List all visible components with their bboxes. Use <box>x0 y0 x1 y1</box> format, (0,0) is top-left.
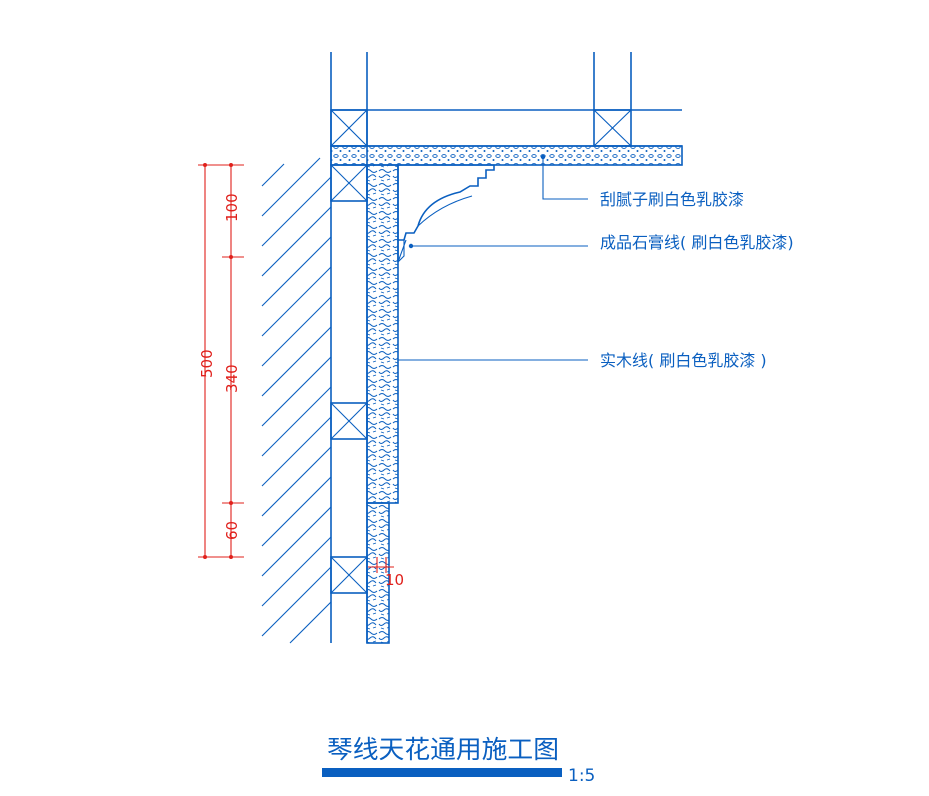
annotation-gypsum-line: 成品石膏线( 刷白色乳胶漆) <box>600 233 794 252</box>
leader-lines <box>398 154 588 361</box>
drawing-scale: 1:5 <box>568 766 595 786</box>
dim-segment-bottom: 60 <box>223 521 241 540</box>
annotations: 刮腻子刷白色乳胶漆 成品石膏线( 刷白色乳胶漆) 实木线( 刷白色乳胶漆 ) <box>600 190 794 370</box>
gypsum-cornice <box>397 164 495 263</box>
title-block: 琴线天花通用施工图 1:5 <box>322 735 595 786</box>
dim-segment-middle: 340 <box>223 364 241 393</box>
annotation-wood-line: 实木线( 刷白色乳胶漆 ) <box>600 351 767 370</box>
solid-wood-strip <box>366 164 399 644</box>
dim-overall: 500 <box>198 349 216 378</box>
dimension-lines <box>198 163 394 573</box>
title-underline <box>322 768 562 777</box>
drawing-title: 琴线天花通用施工图 <box>327 735 559 764</box>
annotation-putty: 刮腻子刷白色乳胶漆 <box>600 190 744 209</box>
ceiling-board <box>330 145 683 166</box>
dim-segment-top: 100 <box>223 193 241 222</box>
dim-offset: 10 <box>385 571 404 589</box>
wall-hatching <box>261 157 332 644</box>
dimension-labels: 500 100 340 60 10 <box>198 193 404 589</box>
